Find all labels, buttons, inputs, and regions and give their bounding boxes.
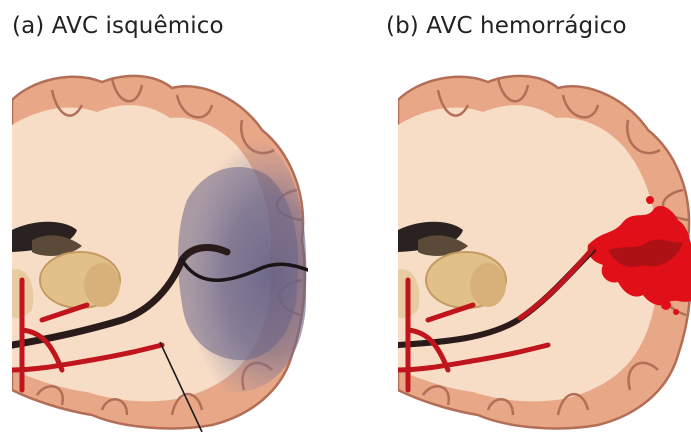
panel-b-title: (b) AVC hemorrágico bbox=[386, 13, 627, 39]
ischemic-stroke-illustration bbox=[12, 70, 308, 432]
basal-ganglia-inner bbox=[470, 263, 506, 307]
brain-coronal-section-hemorrhagic bbox=[398, 70, 691, 432]
brain-coronal-section-ischemic bbox=[12, 70, 308, 432]
panel-a-title: (a) AVC isquêmico bbox=[12, 13, 224, 39]
basal-ganglia-inner bbox=[84, 263, 120, 307]
hemorrhagic-stroke-illustration bbox=[398, 70, 691, 432]
